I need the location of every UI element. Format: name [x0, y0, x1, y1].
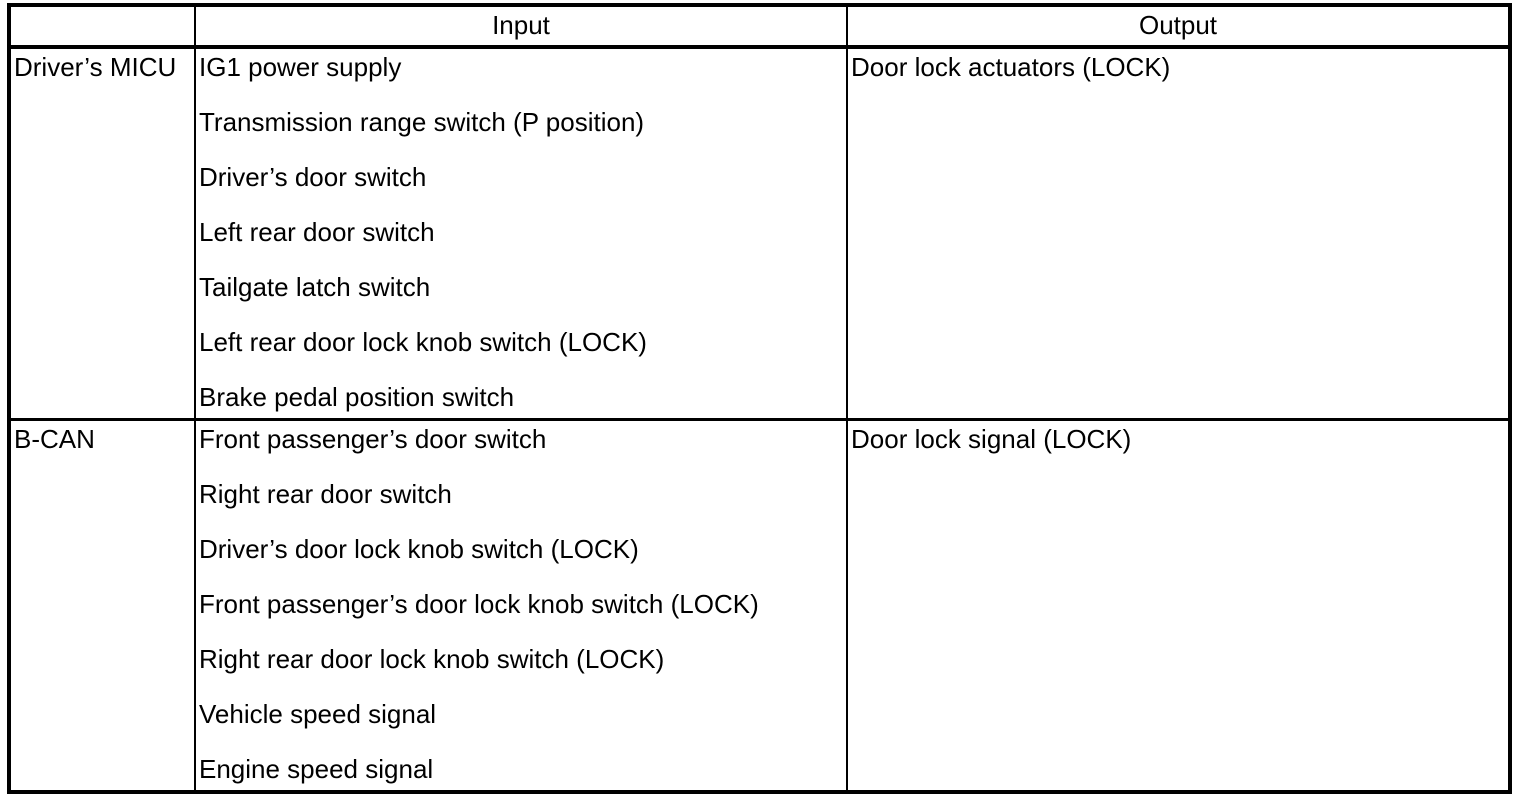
output-item: Door lock actuators (LOCK): [851, 52, 1171, 82]
column-header-input: Input: [194, 3, 848, 49]
input-item: Front passenger’s door switch: [199, 424, 547, 454]
input-item: IG1 power supply: [199, 52, 402, 82]
input-cell: Front passenger’s door switch Right rear…: [194, 418, 848, 793]
output-item: Door lock signal (LOCK): [851, 424, 1132, 454]
row-label: B-CAN: [14, 424, 95, 454]
table-row-b-can: B-CAN Front passenger’s door switch Righ…: [8, 418, 1511, 793]
row-label: Driver’s MICU: [14, 52, 177, 82]
input-item: Tailgate latch switch: [199, 272, 431, 302]
input-item: Right rear door switch: [199, 479, 452, 509]
header-row: Input Output: [8, 3, 1511, 49]
input-cell: IG1 power supply Transmission range swit…: [194, 45, 848, 421]
row-label-cell: B-CAN: [8, 418, 196, 793]
row-label-cell: Driver’s MICU: [8, 45, 196, 421]
output-cell: Door lock signal (LOCK): [846, 418, 1511, 793]
column-header-output: Output: [846, 3, 1511, 49]
input-item: Right rear door lock knob switch (LOCK): [199, 644, 665, 674]
input-item: Front passenger’s door lock knob switch …: [199, 589, 759, 619]
input-item: Left rear door lock knob switch (LOCK): [199, 327, 647, 357]
input-item: Left rear door switch: [199, 217, 435, 247]
input-item: Driver’s door lock knob switch (LOCK): [199, 534, 639, 564]
input-item: Driver’s door switch: [199, 162, 427, 192]
column-header-blank: [8, 3, 196, 49]
input-item: Vehicle speed signal: [199, 699, 437, 729]
table-row-drivers-micu: Driver’s MICU IG1 power supply Transmiss…: [8, 45, 1511, 421]
input-item: Transmission range switch (P position): [199, 107, 645, 137]
io-signal-table: Input Output Driver’s MICU IG1 power sup…: [7, 3, 1512, 794]
output-cell: Door lock actuators (LOCK): [846, 45, 1511, 421]
input-item: Engine speed signal: [199, 754, 434, 784]
input-item: Brake pedal position switch: [199, 382, 515, 412]
